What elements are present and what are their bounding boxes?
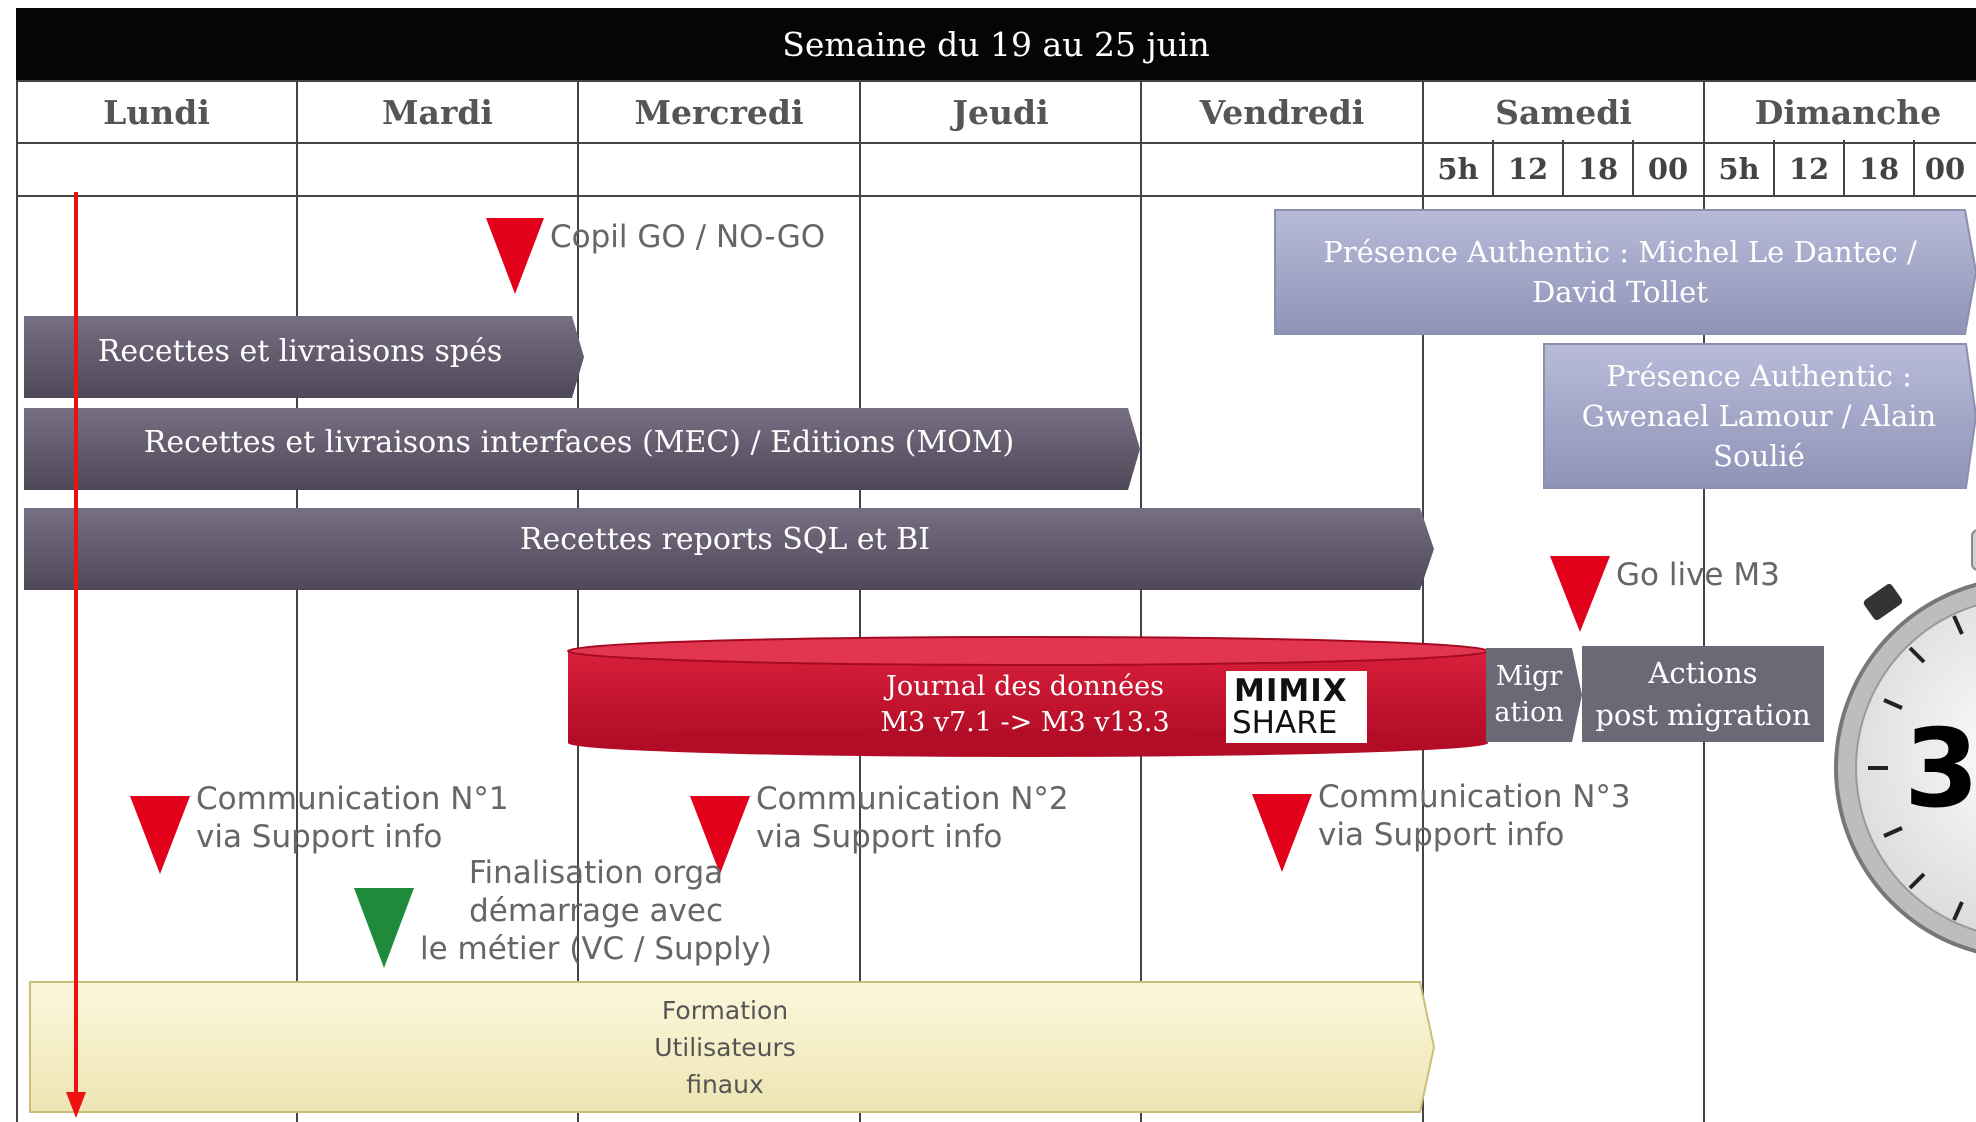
formation-bar-shape — [29, 981, 1436, 1113]
presence-bar-1-shape — [1274, 209, 1976, 335]
hour-sat-12: 12 — [1507, 152, 1549, 186]
actions-label: Actions post migration — [1595, 656, 1811, 732]
actions-box — [1582, 646, 1824, 742]
reports-bar-shape — [24, 508, 1434, 590]
copil-label: Copil GO / NO-GO — [550, 219, 826, 255]
golive-marker-icon — [1550, 556, 1610, 632]
hour-sun-18: 18 — [1858, 152, 1900, 186]
formation-label: Formation Utilisateurs finaux — [654, 995, 796, 1099]
day-header-row: Lundi Mardi Mercredi Jeudi Vendredi Same… — [16, 80, 1976, 144]
hour-sun-00: 00 — [1924, 152, 1966, 186]
logo-line2: SHARE — [1232, 705, 1338, 741]
logo-line1: MIMIX — [1234, 673, 1348, 709]
finalisation-marker-icon — [354, 888, 414, 968]
hour-sat-00: 00 — [1647, 152, 1689, 186]
timeline-arrow — [66, 192, 86, 1118]
finalisation-label: Finalisation orga démarrage avec le méti… — [420, 855, 773, 967]
day-wednesday: Mercredi — [634, 92, 804, 132]
reports-bar-label: Recettes reports SQL et BI — [519, 521, 931, 557]
comm1-marker-icon — [130, 796, 190, 874]
comm2-label: Communication N°2 via Support info — [756, 781, 1069, 855]
week-title: Semaine du 19 au 25 juin — [16, 8, 1976, 80]
comm2-marker-icon — [690, 796, 750, 874]
golive-label: Go live M3 — [1616, 557, 1780, 593]
day-monday: Lundi — [103, 92, 210, 132]
migration-label: Migr ation — [1494, 661, 1564, 728]
day-saturday: Samedi — [1495, 92, 1632, 132]
hour-sat-5h: 5h — [1437, 152, 1479, 186]
interfaces-bar-label: Recettes et livraisons interfaces (MEC) … — [143, 424, 1015, 460]
comm3-marker-icon — [1252, 794, 1312, 872]
day-sunday: Dimanche — [1754, 92, 1942, 132]
journal-label: Journal des données M3 v7.1 -> M3 v13.3 — [880, 671, 1170, 738]
copil-marker-icon — [486, 218, 544, 294]
specs-bar-shape — [24, 316, 584, 398]
day-thursday: Jeudi — [952, 92, 1049, 132]
migration-box-shape — [1486, 648, 1582, 742]
presence-bar-2-label: Présence Authentic : Gwenael Lamour / Al… — [1581, 359, 1937, 473]
comm3-label: Communication N°3 via Support info — [1318, 779, 1631, 853]
mimix-share-logo: MIMIX SHARE — [1226, 671, 1367, 743]
presence-bar-1-label: Présence Authentic : Michel Le Dantec / … — [1323, 235, 1917, 309]
specs-bar-label: Recettes et livraisons spés — [97, 333, 503, 369]
interfaces-bar-shape — [24, 408, 1140, 490]
day-tuesday: Mardi — [382, 92, 493, 132]
hour-sat-18: 18 — [1577, 152, 1619, 186]
hour-sun-12: 12 — [1788, 152, 1830, 186]
stopwatch-digit: 3 — [1904, 707, 1976, 832]
presence-bar-2-shape — [1543, 343, 1976, 489]
stopwatch-icon: 3 — [1826, 520, 1976, 960]
day-friday: Vendredi — [1199, 92, 1365, 132]
hour-sun-5h: 5h — [1718, 152, 1760, 186]
comm1-label: Communication N°1 via Support info — [196, 781, 509, 855]
